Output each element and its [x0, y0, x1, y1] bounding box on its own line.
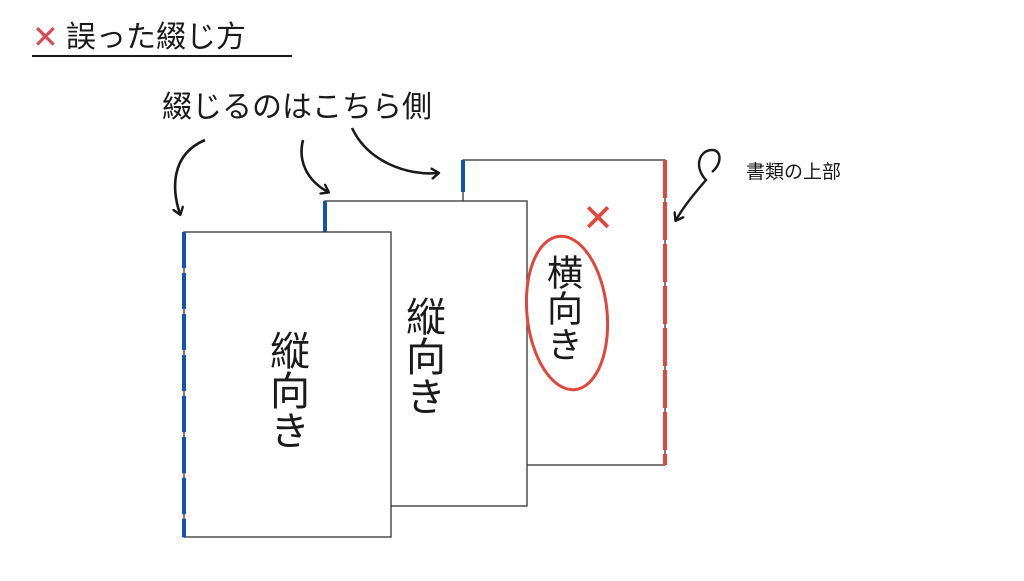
orientation-highlight-circle — [524, 234, 610, 392]
arrow-to-document-top — [676, 148, 721, 220]
sheet-3-label: 横向き — [541, 254, 582, 362]
title-cross-mark: ✕ — [32, 18, 59, 56]
sheet-2-label: 縦向き — [399, 296, 445, 416]
page-title: 誤った綴じ方 — [66, 20, 246, 55]
sheet-1-paper — [183, 231, 392, 538]
arrow-to-sheet-3 — [350, 127, 438, 173]
arrow-to-sheet-2 — [300, 139, 328, 192]
binding-side-callout: 綴じるのはこちら側 — [162, 90, 432, 125]
sheet-1-label: 縦向き — [263, 330, 309, 450]
wrong-cross-mark: ✕ — [582, 196, 614, 240]
arrow-to-sheet-1 — [175, 138, 206, 214]
sheet-1 — [182, 231, 392, 538]
document-top-callout: 書類の上部 — [746, 161, 841, 183]
